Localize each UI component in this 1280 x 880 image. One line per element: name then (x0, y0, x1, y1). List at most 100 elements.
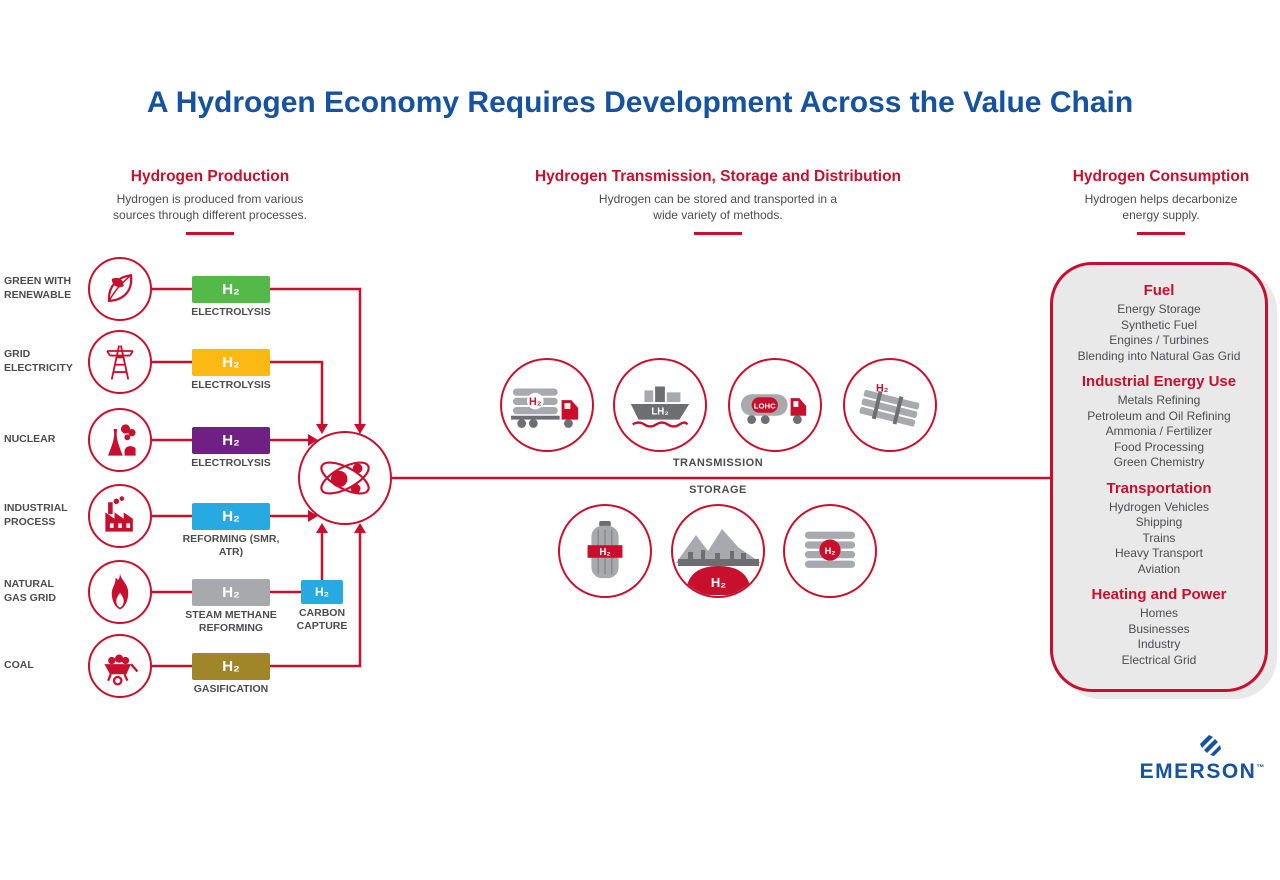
category-item: Trains (1142, 530, 1176, 545)
h2-box-electrolysis-yellow: H₂ (192, 349, 270, 376)
transmission-row-label: TRANSMISSION (672, 457, 764, 469)
source-circle-nuclear (88, 408, 152, 472)
category-industrial: Industrial Energy Use Metals Refining Pe… (1082, 364, 1236, 471)
pipeline-h2-badge: H₂ (876, 382, 889, 394)
process-label-electrolysis-1: ELECTROLYSIS (191, 306, 271, 318)
transmission-ship-circle: LH₂ (613, 358, 707, 452)
brand-name: EMERSON (1139, 760, 1257, 783)
ship-lh2-badge: LH₂ (651, 407, 668, 418)
h2-label: H₂ (222, 584, 240, 601)
underground-h2-badge: H₂ (710, 575, 725, 590)
h2-label: H₂ (222, 658, 240, 675)
category-item: Metals Refining (1117, 393, 1201, 407)
category-item: Shipping (1135, 515, 1183, 529)
process-label-electrolysis-3: ELECTROLYSIS (191, 457, 271, 469)
tank-icon: H₂ (587, 520, 623, 579)
leaf-icon (107, 274, 133, 303)
transmission-tower-icon (106, 345, 134, 380)
source-circle-grid (88, 330, 152, 394)
process-label-electrolysis-2: ELECTROLYSIS (191, 379, 271, 391)
lohc-badge: LOHC (754, 401, 776, 410)
production-underline (186, 232, 234, 235)
source-label-renewable: GREEN WITH RENEWABLE (4, 275, 72, 301)
storage-row-label: STORAGE (689, 484, 747, 496)
production-subtitle: Hydrogen is produced from various source… (113, 192, 307, 222)
nuclear-plant-icon (108, 424, 136, 456)
h2-label: H₂ (222, 354, 240, 371)
emerson-logo-icon (1196, 731, 1222, 762)
truck-h2-badge: H₂ (529, 396, 542, 408)
underground-storage-icon: H₂ (675, 528, 761, 595)
category-item: Petroleum and Oil Refining (1087, 408, 1231, 423)
tube-truck-icon: H₂ (510, 388, 579, 428)
category-item: Green Chemistry (1113, 455, 1205, 469)
page-title: A Hydrogen Economy Requires Development … (146, 86, 1134, 119)
category-item: Businesses (1128, 621, 1190, 636)
source-circle-natural-gas (88, 560, 152, 624)
source-label-natural-gas: NATURAL GAS GRID (4, 578, 56, 604)
category-item: Industry (1137, 637, 1181, 651)
factory-icon (105, 496, 133, 532)
category-item: Heavy Transport (1114, 546, 1204, 560)
h2-label: H₂ (222, 432, 240, 449)
source-label-nuclear: NUCLEAR (4, 433, 56, 446)
category-item: Blending into Natural Gas Grid (1077, 348, 1241, 363)
category-item: Synthetic Fuel (1120, 317, 1198, 332)
category-item: Engines / Turbines (1109, 333, 1209, 347)
hydrogen-hub-circle (298, 431, 392, 525)
source-label-grid: GRID ELECTRICITY (4, 348, 73, 374)
h2-box-electrolysis-green: H₂ (192, 276, 270, 303)
category-item: Electrical Grid (1121, 652, 1197, 667)
carbon-capture-box: H₂ (301, 580, 343, 604)
storage-tank-circle: H₂ (558, 504, 652, 598)
tank-h2-badge: H₂ (599, 547, 610, 558)
consumption-panel: Fuel Energy Storage Synthetic Fuel Engin… (1050, 262, 1268, 692)
h2-label: H₂ (315, 585, 329, 599)
source-circle-renewable (88, 257, 152, 321)
consumption-section-header: Hydrogen Consumption Hydrogen helps deca… (1049, 168, 1273, 235)
h2-box-smr: H₂ (192, 579, 270, 606)
transmission-pipeline-circle: H₂ (843, 358, 937, 452)
h2-box-gasification: H₂ (192, 653, 270, 680)
carbon-capture-label: CARBON CAPTURE (296, 607, 348, 633)
transmission-section-header: Hydrogen Transmission, Storage and Distr… (458, 168, 978, 235)
transmission-heading: Hydrogen Transmission, Storage and Distr… (534, 168, 902, 185)
category-fuel: Fuel Energy Storage Synthetic Fuel Engin… (1078, 282, 1241, 364)
production-heading: Hydrogen Production (130, 168, 290, 185)
category-item: Aviation (1137, 561, 1181, 576)
source-circle-coal (88, 634, 152, 698)
source-label-industrial: INDUSTRIAL PROCESS (4, 502, 68, 528)
process-label-smr: STEAM METHANE REFORMING (185, 609, 277, 635)
storage-underground-circle: H₂ (671, 504, 765, 598)
consumption-subtitle: Hydrogen helps decarbonize energy supply… (1084, 192, 1238, 222)
transmission-underline (694, 232, 742, 235)
production-section-header: Hydrogen Production Hydrogen is produced… (85, 168, 335, 235)
coal-cart-icon (104, 654, 139, 686)
consumption-underline (1137, 232, 1185, 235)
flame-icon (111, 573, 129, 610)
category-item: Hydrogen Vehicles (1108, 499, 1210, 514)
pipeline-icon: H₂ (859, 382, 920, 427)
category-title: Fuel (1143, 282, 1175, 299)
consumption-heading: Hydrogen Consumption (1072, 168, 1250, 185)
h2-label: H₂ (222, 281, 240, 298)
h2-label: H₂ (222, 508, 240, 525)
coil-h2-badge: H₂ (825, 546, 836, 556)
category-item: Food Processing (1113, 439, 1205, 454)
category-item: Homes (1139, 606, 1178, 620)
category-item: Energy Storage (1117, 302, 1201, 316)
emerson-wordmark: EMERSON™ (1134, 760, 1270, 784)
process-label-gasification: GASIFICATION (193, 683, 269, 695)
pipe-coil-icon: H₂ (804, 531, 856, 568)
process-label-reforming: REFORMING (SMR, ATR) (182, 533, 280, 559)
category-title: Industrial Energy Use (1081, 373, 1237, 390)
category-transportation: Transportation Hydrogen Vehicles Shippin… (1106, 471, 1211, 578)
category-title: Transportation (1106, 479, 1212, 497)
category-title: Heating and Power (1091, 586, 1227, 603)
trademark-symbol: ™ (1256, 763, 1265, 772)
h2-box-electrolysis-purple: H₂ (192, 427, 270, 454)
transmission-subtitle: Hydrogen can be stored and transported i… (598, 192, 838, 222)
storage-coil-circle: H₂ (783, 504, 877, 598)
